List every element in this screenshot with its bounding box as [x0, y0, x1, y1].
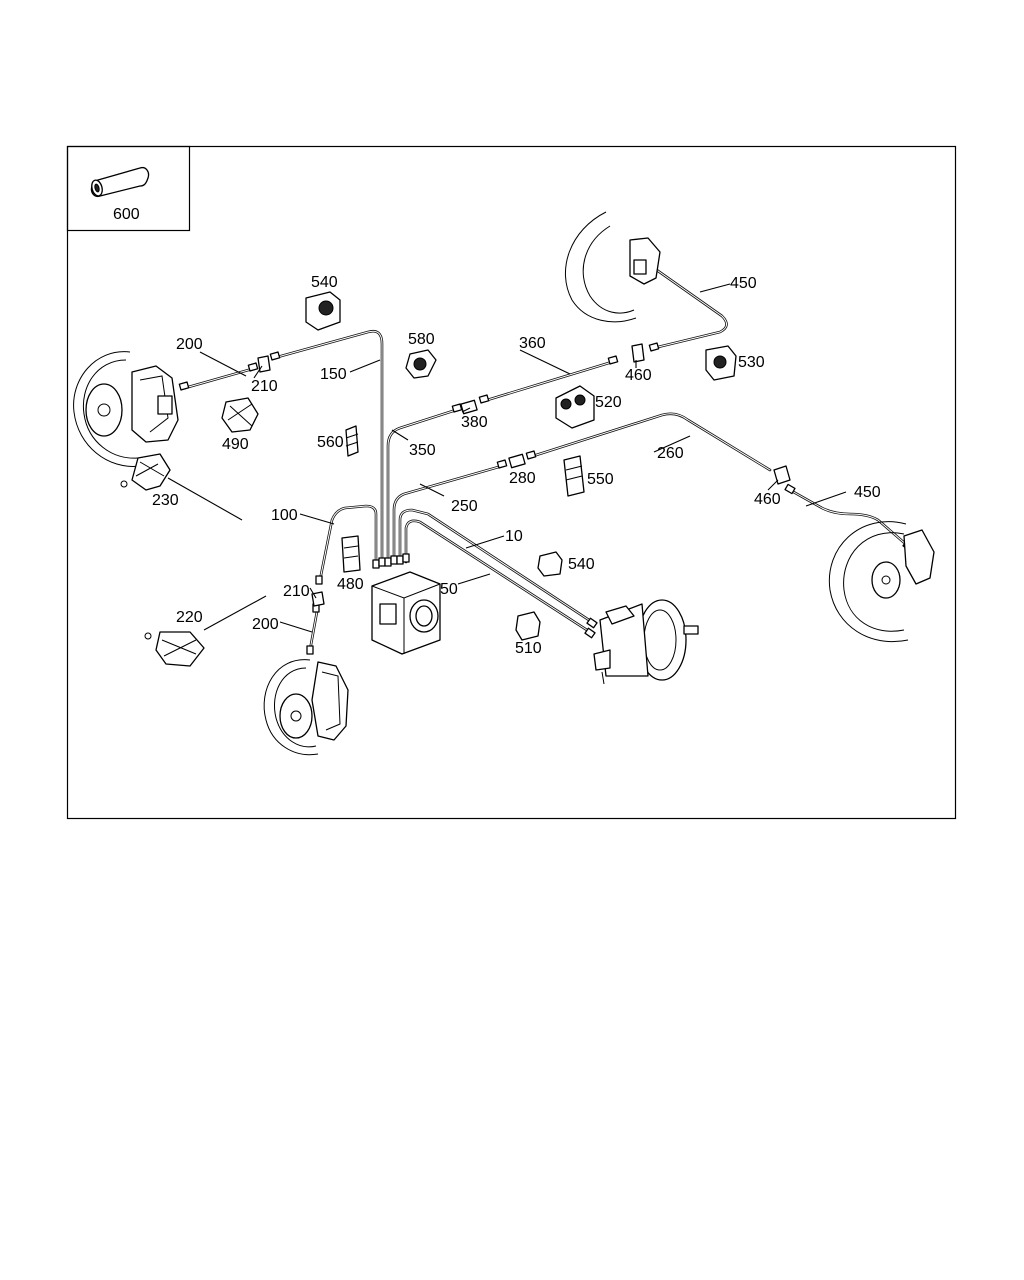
callout-460-upper: 460 [625, 367, 652, 384]
callout-280: 280 [509, 470, 536, 487]
callout-200-upper: 200 [176, 336, 203, 353]
inset-frame [66, 145, 191, 232]
callout-460-lower: 460 [754, 491, 781, 508]
callout-230: 230 [152, 492, 179, 509]
brake-booster-master-cylinder-icon [593, 599, 699, 685]
callout-50: 50 [440, 581, 458, 598]
callout-leader-lines [199, 283, 847, 633]
callout-labels: 600 540 580 360 450 200 210 150 460 530 … [113, 206, 881, 657]
wheel-speed-sensor-bracket-upper-icon [120, 453, 171, 491]
callout-600: 600 [113, 206, 140, 223]
wheel-speed-sensor-bracket-lower-icon [144, 631, 205, 667]
rear-left-brake-disc-icon [263, 659, 349, 756]
callout-380: 380 [461, 414, 488, 431]
sleeve-part-icon [90, 166, 150, 198]
callout-100: 100 [271, 507, 298, 524]
callout-540-upper: 540 [311, 274, 338, 291]
callout-360: 360 [519, 335, 546, 352]
front-right-brake-disc-icon [828, 521, 935, 642]
callout-560: 560 [317, 434, 344, 451]
front-left-brake-disc-icon [73, 351, 179, 467]
callout-580: 580 [408, 331, 435, 348]
callout-150: 150 [320, 366, 347, 383]
callout-10: 10 [505, 528, 523, 545]
callout-510: 510 [515, 640, 542, 657]
callout-450-upper: 450 [730, 275, 757, 292]
callout-210-upper: 210 [251, 378, 278, 395]
brake-lines [167, 264, 910, 652]
callout-550: 550 [587, 471, 614, 488]
callout-490: 490 [222, 436, 249, 453]
callout-220: 220 [176, 609, 203, 626]
callout-520: 520 [595, 394, 622, 411]
callout-200-lower: 200 [252, 616, 279, 633]
callout-480: 480 [337, 576, 364, 593]
callout-350: 350 [409, 442, 436, 459]
callout-210-lower: 210 [283, 583, 310, 600]
callout-540-lower: 540 [568, 556, 595, 573]
callout-530: 530 [738, 354, 765, 371]
rear-right-upper-brake-disc-icon [564, 211, 661, 323]
callout-450-lower: 450 [854, 484, 881, 501]
diagram-frame [66, 145, 957, 820]
abs-hydraulic-unit-icon [371, 571, 441, 655]
pipe-clips-icons [221, 291, 791, 641]
callout-260: 260 [657, 445, 684, 462]
callout-250: 250 [451, 498, 478, 515]
